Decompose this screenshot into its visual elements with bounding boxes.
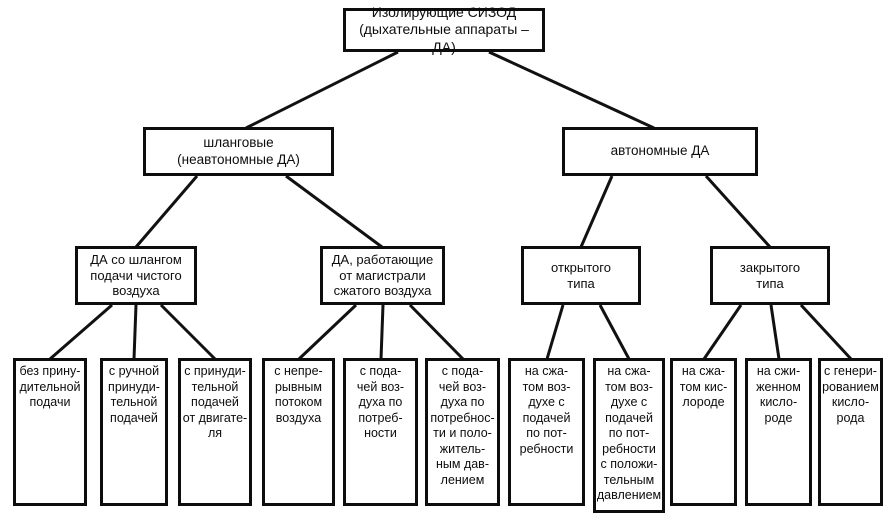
node-engine-forced: с принуди- тельной подачей от двигате- л… — [178, 358, 252, 506]
connector-closed_type-compressed_oxygen — [702, 304, 743, 360]
node-hose-compressed-main: ДА, работающие от магистрали сжатого воз… — [320, 246, 445, 305]
connector-open_type-compressed_air_demand_positive — [598, 304, 631, 360]
connector-open_type-compressed_air_demand — [545, 304, 565, 360]
connector-hose_clean_air-manual_forced — [132, 304, 138, 360]
node-demand-positive: с пода- чей воз- духа по потребнос- ти и… — [425, 358, 500, 506]
node-root: Изолирующие СИЗОД (дыхательные аппараты … — [343, 4, 545, 55]
node-compressed-oxygen: на сжа- том кис- лороде — [670, 358, 737, 506]
node-compressed-air-demand-positive: на сжа- том воз- духе с подачей по пот- … — [593, 358, 665, 513]
connector-hose_clean_air-engine_forced — [159, 303, 217, 361]
connector-hose_compressed_main-demand_supply — [379, 304, 385, 360]
node-compressed-air-demand: на сжа- том воз- духе с подачей по пот- … — [508, 358, 585, 506]
connector-closed_type-liquid_oxygen — [769, 304, 781, 360]
node-closed-type: закрытого типа — [710, 246, 830, 305]
connector-root-hose — [245, 50, 399, 130]
node-manual-forced: с ручной принуди- тельной подачей — [100, 358, 168, 506]
connector-autonomous-open_type — [579, 175, 614, 248]
connector-hose_compressed_main-continuous_flow — [297, 303, 358, 361]
connector-closed_type-oxygen_generating — [799, 303, 853, 361]
node-continuous-flow: с непре- рывным потоком воздуха — [262, 358, 335, 506]
node-liquid-oxygen: на сжи- женном кисло- роде — [745, 358, 812, 506]
node-no-forced: без прину- дительной подачи — [13, 358, 87, 506]
node-demand-supply: с пода- чей воз- духа по потреб- ности — [343, 358, 418, 506]
connector-hose-hose_clean_air — [134, 175, 199, 248]
connector-root-autonomous — [488, 50, 655, 130]
node-autonomous: автономные ДА — [562, 127, 758, 176]
node-oxygen-generating: с генери- рованием кисло- рода — [818, 358, 883, 506]
node-open-type: открытого типа — [521, 246, 641, 305]
connector-autonomous-closed_type — [704, 174, 772, 249]
node-hose: шланговые (неавтономные ДА) — [143, 127, 334, 176]
node-hose-clean-air: ДА со шлангом подачи чистого воздуха — [75, 246, 197, 305]
connector-hose-hose_compressed_main — [285, 174, 383, 249]
connector-hose_clean_air-no_forced — [49, 303, 113, 361]
connector-hose_compressed_main-demand_positive — [408, 303, 465, 361]
